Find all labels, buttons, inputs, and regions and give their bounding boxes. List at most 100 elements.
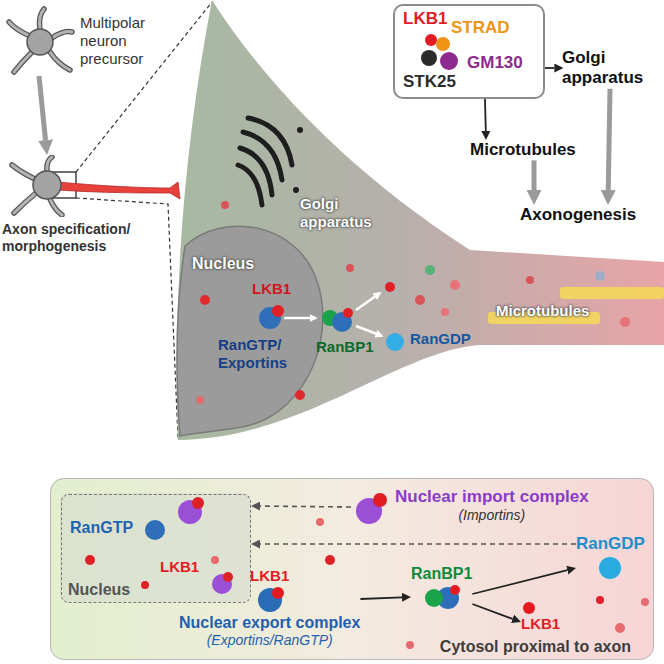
text-group: Golgi apparatus — [562, 48, 657, 89]
molecule-circle — [421, 50, 437, 66]
flow-arrow — [356, 326, 382, 336]
microtubule-bar — [560, 287, 664, 299]
node-text: (Exportins/RanGTP) — [207, 632, 333, 649]
lkb1-dot — [196, 396, 204, 404]
ranbp1-node: RanBP1 — [411, 564, 472, 611]
lkb1-dot — [85, 555, 95, 565]
lkb1-dot — [441, 308, 449, 316]
dendrite — [40, 9, 45, 29]
ranbp1-circle — [425, 265, 435, 275]
node-text: LKB1 — [250, 567, 289, 585]
soma — [27, 29, 53, 55]
node-text: STK25 — [403, 72, 456, 92]
node-text: Nucleus — [68, 580, 130, 599]
axon — [58, 182, 180, 199]
molecule-circle — [599, 557, 621, 579]
text-group: RanGDP — [576, 534, 645, 582]
text-group: LKB1 — [521, 601, 560, 633]
dendrite — [50, 52, 70, 70]
node-text: Microtubules — [470, 140, 576, 160]
vesicle — [297, 127, 303, 133]
rangdp-circle — [595, 271, 605, 281]
dendrite — [14, 193, 36, 213]
cytosol-panel: Cytosol proximal to axon Nucleus Nuclear i… — [50, 478, 654, 660]
process-label: Golgi apparatus — [562, 48, 657, 89]
figure-label: Microtubules — [496, 302, 589, 320]
dendrite — [9, 22, 30, 36]
lkb1-dot — [641, 598, 649, 606]
dendrite — [50, 199, 62, 215]
node-text: STRAD — [451, 18, 510, 38]
dendrite — [47, 157, 52, 171]
neuron-icon — [2, 155, 182, 217]
vesicle — [293, 187, 299, 193]
dendrite — [52, 32, 72, 38]
neuron-stage: Axon specification/ morphogenesis — [2, 155, 182, 255]
node-text: LKB1 — [403, 9, 447, 29]
node-text: RanBP1 — [411, 564, 472, 583]
figure-label: RanGDP — [410, 330, 471, 348]
text-group: Nucleus — [68, 580, 130, 599]
rangdp-node: RanGDP — [576, 534, 645, 582]
figure-label: Nucleus — [192, 254, 254, 273]
importin-icon — [351, 487, 395, 527]
node-text: Golgi apparatus — [562, 48, 657, 89]
lkb1-dot — [192, 497, 204, 509]
molecule-circle — [425, 589, 443, 607]
lkb1-dot — [272, 305, 284, 317]
lkb1-dot — [343, 308, 353, 318]
molecule-circle — [425, 34, 437, 46]
text-group: Multipolar neuron precursor — [76, 14, 185, 68]
neuron-drawing — [9, 9, 72, 72]
text-group: Axon specification/ morphogenesis — [2, 217, 162, 255]
dendrite — [14, 52, 32, 72]
lkb1-dot — [620, 317, 630, 327]
dendrite — [50, 52, 70, 70]
node-text: Nuclear import complex — [395, 487, 589, 507]
lkb1-dot — [346, 264, 354, 272]
figure-label: RanGTP/ Exportins — [218, 336, 298, 372]
process-label: Axonogenesis — [520, 205, 636, 225]
dendrite — [14, 193, 36, 213]
dendrite — [40, 9, 45, 29]
text-group: Cytosol proximal to axon — [440, 637, 631, 656]
dendrite — [52, 32, 72, 38]
node-text: Nuclear export complex — [179, 613, 360, 632]
text-group: Axonogenesis — [520, 205, 636, 225]
node-text: Axon specification/ morphogenesis — [2, 221, 162, 255]
molecule-circle — [436, 37, 450, 51]
figure-label: LKB1 — [252, 280, 291, 298]
text-group: LKB1Nuclear export complex(Exportins/Ran… — [179, 567, 360, 649]
text-group: RanBP1 — [411, 564, 472, 611]
text-group: Microtubules — [470, 140, 576, 160]
molecule-circle — [272, 587, 284, 599]
flow-arrow — [472, 570, 567, 594]
figure-label: Golgi apparatus — [300, 195, 382, 231]
molecule-group — [85, 497, 649, 649]
golgi-apparatus — [238, 118, 292, 205]
node-text: LKB1 — [521, 615, 560, 633]
dendrite — [47, 157, 52, 171]
node-text: RanGDP — [576, 534, 645, 554]
node-text: Multipolar neuron precursor — [80, 14, 185, 68]
lkb1-dot — [316, 518, 324, 526]
process-label: Microtubules — [470, 140, 576, 160]
import-complex: Nuclear import complex(Importins) — [351, 487, 589, 527]
flow-arrow — [472, 604, 512, 619]
molecule-group — [196, 201, 630, 404]
lkb1-dot — [596, 596, 604, 604]
text-group: Nuclear import complex(Importins) — [395, 487, 589, 524]
rangdp-icon — [590, 554, 630, 582]
neuron-stage: Multipolar neuron precursor — [4, 6, 185, 76]
nucleus-shape — [177, 226, 323, 436]
complex-box: LKB1STRADGM130STK25 — [393, 4, 545, 99]
lkb1-dot — [526, 276, 534, 284]
flow-arrow — [484, 99, 487, 131]
lkb1-dot — [211, 556, 219, 564]
dendrite — [9, 22, 30, 36]
export-complex: LKB1Nuclear export complex(Exportins/Ran… — [179, 567, 360, 649]
molecule-circle — [523, 602, 535, 614]
